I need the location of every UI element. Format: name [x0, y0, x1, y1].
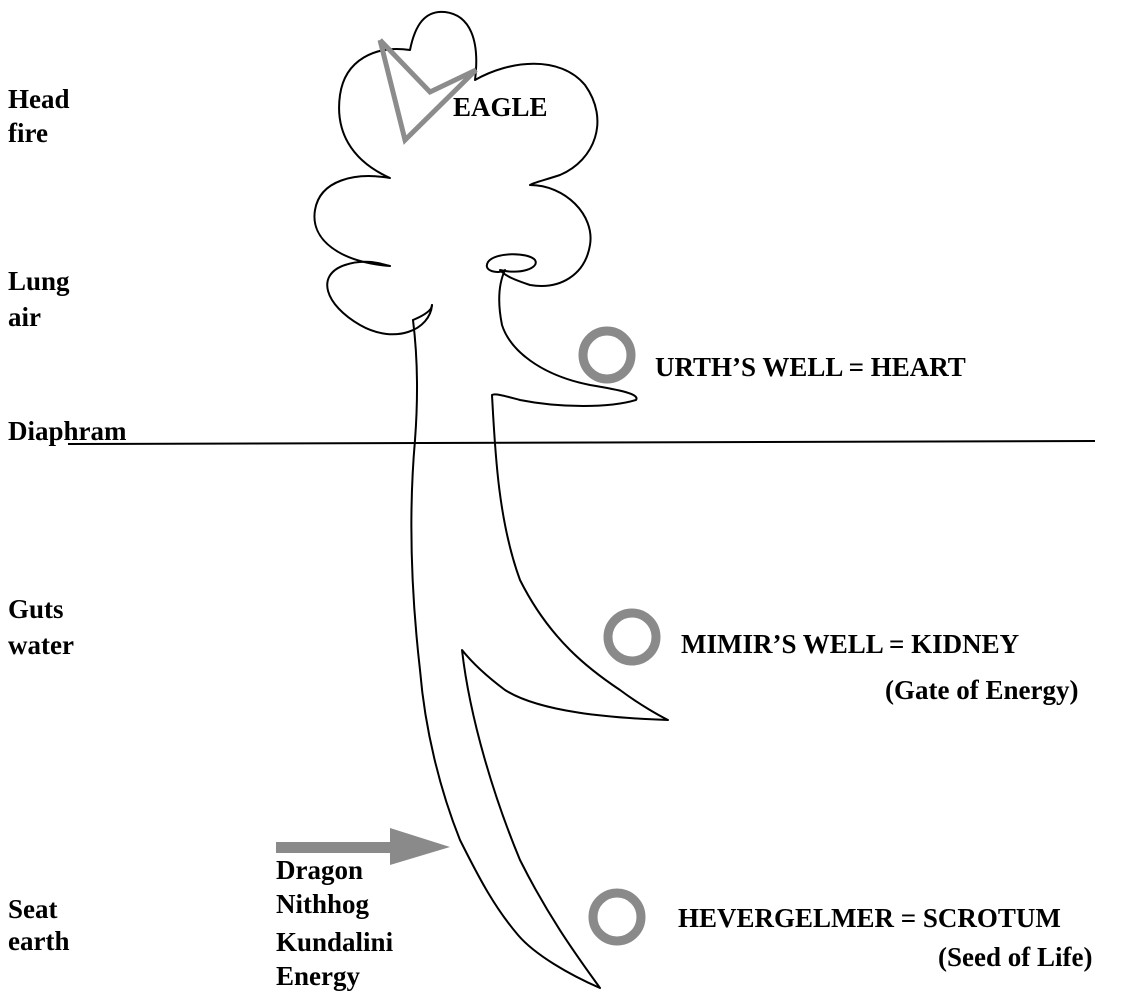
zone-seat-element: earth [8, 926, 69, 956]
dragon-line-4: Energy [276, 961, 360, 991]
tree-crown [314, 12, 668, 988]
zone-seat-label: Seat [8, 894, 58, 924]
eagle-v-icon [380, 40, 476, 140]
diaphragm-label: Diaphram [8, 416, 127, 446]
zone-head-element: fire [8, 118, 48, 148]
dragon-line-2: Nithhog [276, 889, 370, 919]
zone-lung-element: air [8, 302, 41, 332]
zone-lung-label: Lung [8, 266, 70, 296]
well-urth: URTH’S WELL = HEART [583, 331, 966, 382]
eagle-label: EAGLE [453, 92, 548, 122]
tree-outline [314, 12, 668, 988]
dragon-line-1: Dragon [276, 855, 363, 885]
ring-icon [593, 893, 641, 941]
trunk-left-branch [413, 305, 432, 320]
well-mimir-label: MIMIR’S WELL = KIDNEY [681, 629, 1019, 659]
dragon-line-3: Kundalini [276, 927, 394, 957]
diaphragm-line [68, 441, 1095, 444]
well-hevergelmer: HEVERGELMER = SCROTUM (Seed of Life) [593, 893, 1092, 972]
ring-icon [583, 331, 631, 379]
zone-head-label: Head [8, 84, 70, 114]
zone-labels: Head fire Lung air Guts water Seat earth [8, 84, 74, 956]
dragon-label-block: Dragon Nithhog Kundalini Energy [276, 855, 394, 991]
ring-icon [608, 613, 656, 661]
well-urth-label: URTH’S WELL = HEART [655, 352, 966, 382]
well-hevergelmer-sublabel: (Seed of Life) [938, 942, 1092, 972]
well-mimir-sublabel: (Gate of Energy) [885, 675, 1078, 705]
zone-guts-element: water [8, 630, 74, 660]
well-hevergelmer-label: HEVERGELMER = SCROTUM [678, 903, 1061, 933]
zone-guts-label: Guts [8, 594, 64, 624]
well-mimir: MIMIR’S WELL = KIDNEY (Gate of Energy) [608, 613, 1078, 705]
